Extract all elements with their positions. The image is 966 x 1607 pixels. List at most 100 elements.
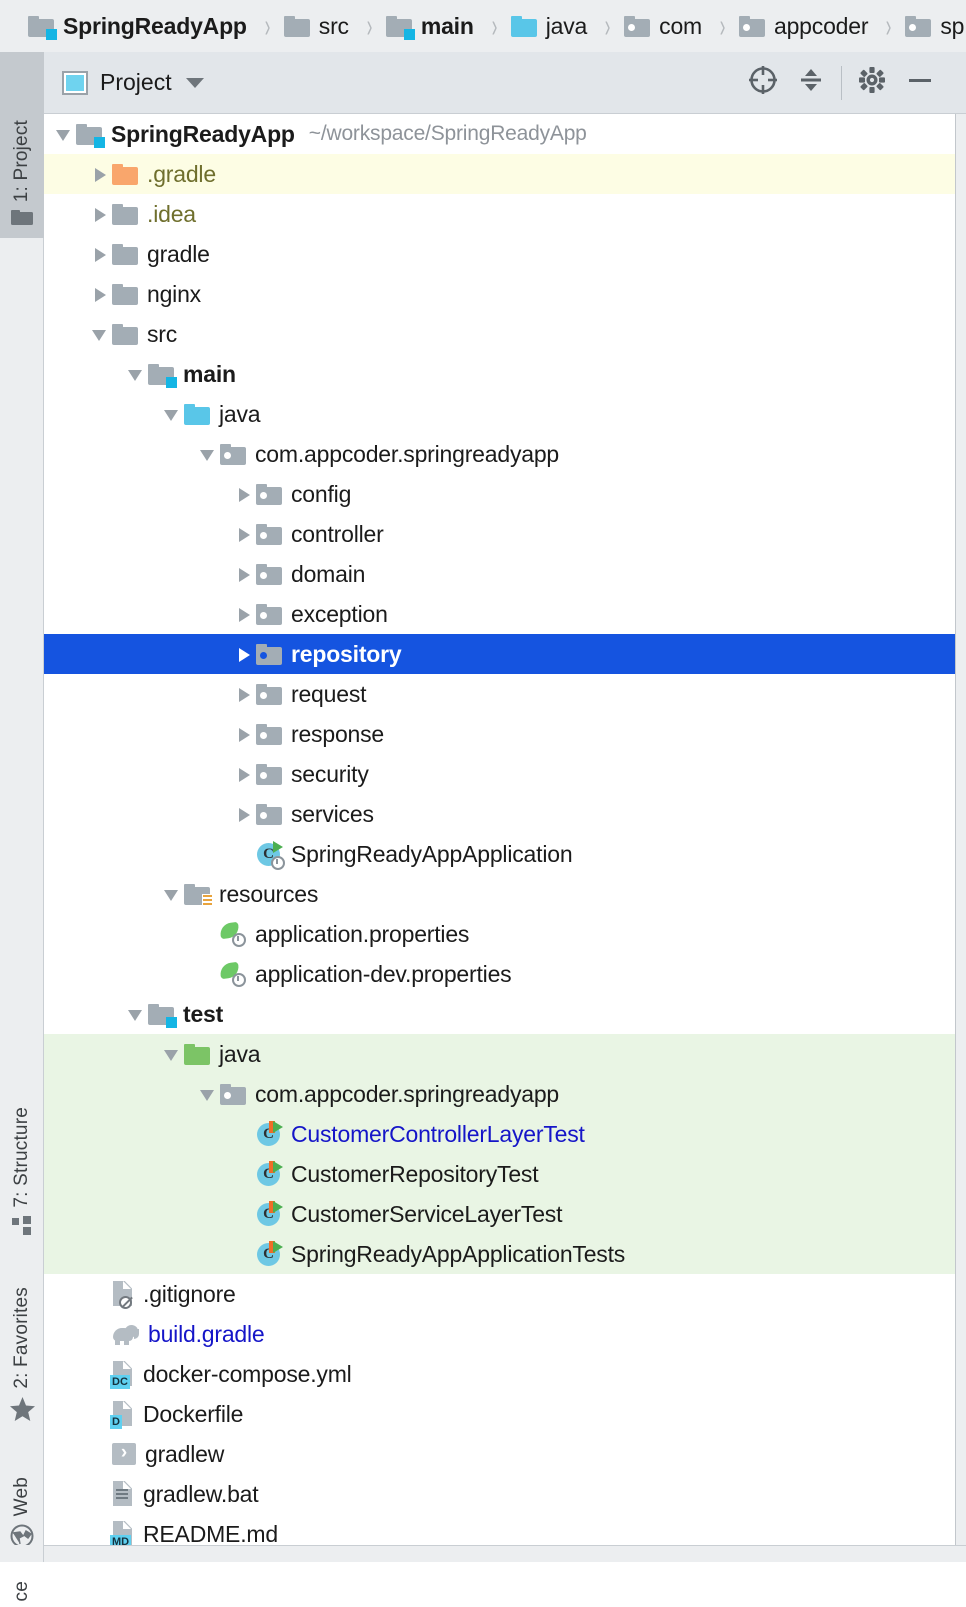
settings-button[interactable] — [848, 59, 896, 107]
tree-row[interactable]: .idea — [44, 194, 955, 234]
select-opened-file-button[interactable] — [739, 59, 787, 107]
sidebar-item-truncated[interactable]: ce — [0, 1557, 44, 1607]
tree-twisty-open-icon[interactable] — [198, 1074, 220, 1114]
tree-row-label: java — [219, 400, 261, 427]
tree-row[interactable]: com.appcoder.springreadyapp — [44, 434, 955, 474]
tree-row-label: application.properties — [255, 920, 470, 947]
tree-row[interactable]: java — [44, 394, 955, 434]
tree-row[interactable]: com.appcoder.springreadyapp — [44, 1074, 955, 1114]
sidebar-item-label: ce — [11, 1580, 32, 1601]
tree-row[interactable]: controller — [44, 514, 955, 554]
tree-twisty-open-icon[interactable] — [162, 1034, 184, 1074]
sidebar-item-project[interactable]: 1: Project — [0, 52, 44, 238]
tree-twisty-open-icon[interactable] — [126, 354, 148, 394]
tree-row[interactable]: build.gradle — [44, 1314, 955, 1354]
breadcrumb-item-springreadyapp[interactable]: SpringReadyApp — [28, 13, 247, 40]
sidebar-item-label: 7: Structure — [11, 1107, 32, 1208]
tree-row[interactable]: exception — [44, 594, 955, 634]
tree-row[interactable]: main — [44, 354, 955, 394]
tree-row[interactable]: .gradle — [44, 154, 955, 194]
collapse-all-button[interactable] — [787, 59, 835, 107]
tree-twisty-open-icon[interactable] — [162, 874, 184, 914]
tree-twisty-open-icon[interactable] — [90, 314, 112, 354]
source-folder-icon — [184, 403, 210, 425]
tree-twisty-open-icon[interactable] — [162, 394, 184, 434]
tree-row-icon — [112, 323, 138, 345]
tree-twisty-closed-icon[interactable] — [90, 234, 112, 274]
tree-row[interactable]: config — [44, 474, 955, 514]
gear-icon — [858, 66, 886, 99]
sidebar-item-web[interactable]: Web — [0, 1447, 44, 1559]
breadcrumb-item-java[interactable]: java — [510, 13, 587, 40]
breadcrumb-item-com[interactable]: com — [624, 13, 702, 40]
breadcrumb-item-src[interactable]: src — [283, 13, 349, 40]
tree-twisty-closed-icon[interactable] — [90, 194, 112, 234]
tree-twisty-closed-icon[interactable] — [234, 794, 256, 834]
tree-row[interactable]: security — [44, 754, 955, 794]
tree-row[interactable]: repository — [44, 634, 955, 674]
tree-row[interactable]: domain — [44, 554, 955, 594]
project-view-selector[interactable]: Project — [62, 69, 204, 96]
toolbar-divider — [841, 65, 842, 100]
tree-twisty-closed-icon[interactable] — [90, 154, 112, 194]
tree-row[interactable]: src — [44, 314, 955, 354]
tree-row[interactable]: SpringReadyApp~/workspace/SpringReadyApp — [44, 114, 955, 154]
tree-twisty-open-icon[interactable] — [54, 114, 76, 154]
tree-twisty-spacer — [198, 914, 220, 954]
tree-row[interactable]: .gitignore — [44, 1274, 955, 1314]
tree-row[interactable]: gradlew.bat — [44, 1474, 955, 1514]
breadcrumb-item-appcoder[interactable]: appcoder — [739, 13, 869, 40]
tree-row[interactable]: gradle — [44, 234, 955, 274]
tree-row-icon — [256, 523, 282, 545]
structure-squares-icon — [11, 1216, 33, 1241]
tree-twisty-closed-icon[interactable] — [90, 274, 112, 314]
tree-twisty-closed-icon[interactable] — [234, 514, 256, 554]
tree-twisty-open-icon[interactable] — [126, 994, 148, 1034]
tree-row-label: build.gradle — [148, 1320, 265, 1347]
breadcrumb-item-main[interactable]: main — [385, 13, 474, 40]
tree-scrollbar[interactable] — [955, 114, 966, 1545]
tree-row[interactable]: test — [44, 994, 955, 1034]
tree-row[interactable]: resources — [44, 874, 955, 914]
tree-row[interactable]: response — [44, 714, 955, 754]
tree-row-label: domain — [291, 560, 366, 587]
tree-row-icon — [112, 1323, 139, 1345]
tree-row-icon: C — [256, 1121, 283, 1147]
tree-row[interactable]: nginx — [44, 274, 955, 314]
tree-twisty-closed-icon[interactable] — [234, 674, 256, 714]
package-folder-icon — [739, 15, 765, 37]
tree-row-path: ~/workspace/SpringReadyApp — [308, 122, 587, 145]
tree-twisty-closed-icon[interactable] — [234, 714, 256, 754]
tree-twisty-closed-icon[interactable] — [234, 554, 256, 594]
hide-button[interactable] — [896, 59, 944, 107]
tree-twisty-open-icon[interactable] — [198, 434, 220, 474]
project-tree[interactable]: SpringReadyApp~/workspace/SpringReadyApp… — [44, 114, 955, 1545]
tree-twisty-closed-icon[interactable] — [234, 634, 256, 674]
tree-row[interactable]: java — [44, 1034, 955, 1074]
tree-row[interactable]: application.properties — [44, 914, 955, 954]
tree-row-icon: C — [256, 1241, 283, 1267]
sidebar-item-structure[interactable]: 7: Structure — [0, 1077, 44, 1247]
tree-twisty-closed-icon[interactable] — [234, 594, 256, 634]
sidebar-item-favorites[interactable]: 2: Favorites — [0, 1262, 44, 1432]
tree-row[interactable]: services — [44, 794, 955, 834]
tree-twisty-closed-icon[interactable] — [234, 474, 256, 514]
tree-row[interactable]: application-dev.properties — [44, 954, 955, 994]
tree-row-icon: MD — [110, 1521, 134, 1545]
module-folder-icon — [385, 15, 415, 40]
tree-row[interactable]: gradlew — [44, 1434, 955, 1474]
chevron-down-icon[interactable] — [185, 77, 204, 88]
tree-row-label: java — [219, 1040, 261, 1067]
breadcrumb-item-sp[interactable]: sp — [905, 13, 964, 40]
tree-twisty-closed-icon[interactable] — [234, 754, 256, 794]
tree-row-icon: C — [256, 841, 285, 870]
tree-row[interactable]: request — [44, 674, 955, 714]
